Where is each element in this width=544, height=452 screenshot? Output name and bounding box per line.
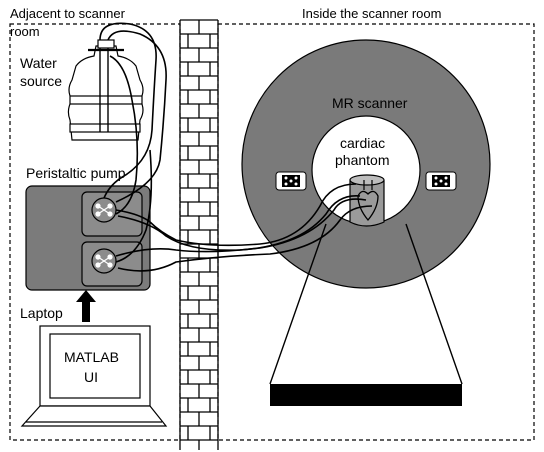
pump-head-bottom [81,241,143,287]
phantom-label-line1: cardiac [340,135,385,151]
brick-wall [179,19,219,450]
tubing [99,22,373,272]
pump-label: Peristaltic pump [26,165,126,181]
adjacent-room-label-line1: Adjacent to scanner [10,6,126,21]
phantom-label-line2: phantom [335,152,389,168]
water-source-label-line1: Water [20,55,57,71]
pump-head-top [81,191,143,237]
left-coil-port [275,171,307,191]
cardiac-phantom [349,174,385,227]
laptop-screen-line1: MATLAB [64,349,119,365]
scanner-label: MR scanner [332,95,408,111]
laptop-to-pump-arrow [76,290,96,322]
laptop-screen-line2: UI [84,369,98,385]
inside-room-label: Inside the scanner room [302,6,441,21]
water-source-jug [67,39,144,141]
laptop-icon [20,325,168,427]
right-coil-port [425,171,457,191]
patient-table [269,223,463,406]
adjacent-room-label-line2: room [10,24,40,39]
laptop-label: Laptop [20,305,63,321]
water-source-label-line2: source [20,73,62,89]
